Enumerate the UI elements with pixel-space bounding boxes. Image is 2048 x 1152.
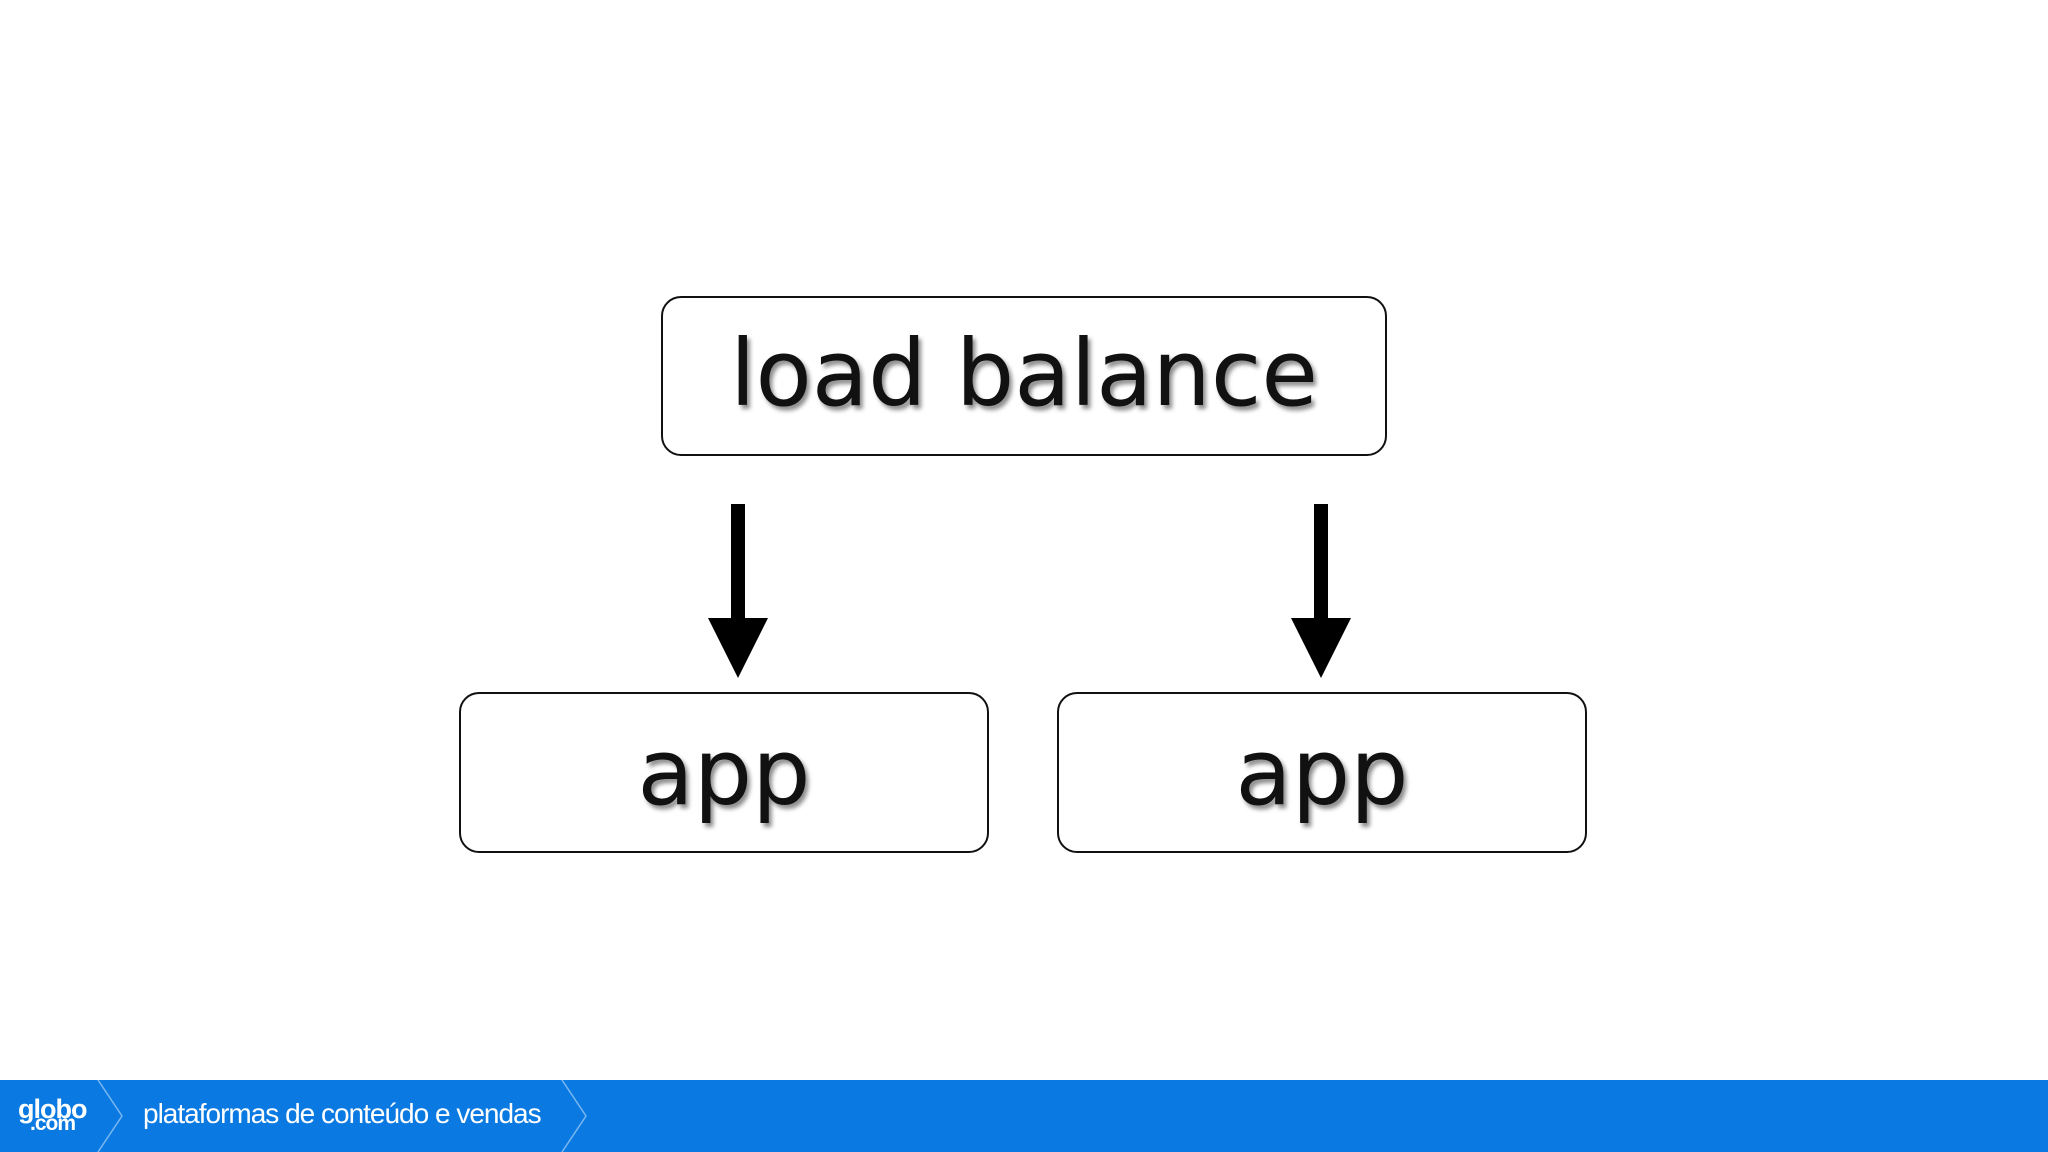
arrow-head (1291, 618, 1351, 678)
app-label: app (637, 718, 811, 826)
chevron-divider-icon (561, 1080, 587, 1152)
app-node-1: app (459, 692, 989, 853)
arrow-to-app-1 (708, 504, 768, 678)
arrow-shaft (1314, 504, 1328, 622)
app-label: app (1235, 718, 1409, 826)
globo-logo: globo .com (18, 1094, 87, 1135)
arrow-head (708, 618, 768, 678)
footer-bar: globo .com plataformas de conteúdo e ven… (0, 1080, 2048, 1152)
app-node-2: app (1057, 692, 1587, 853)
load-balancer-label: load balance (729, 320, 1319, 427)
logo-sub-text: .com (30, 1112, 76, 1135)
logo-main-text: globo (18, 1094, 87, 1124)
arrow-to-app-2 (1291, 504, 1351, 678)
load-balancer-node: load balance (661, 296, 1387, 456)
chevron-divider-icon (97, 1080, 123, 1152)
arrow-shaft (731, 504, 745, 622)
footer-tagline: plataformas de conteúdo e vendas (143, 1098, 542, 1129)
